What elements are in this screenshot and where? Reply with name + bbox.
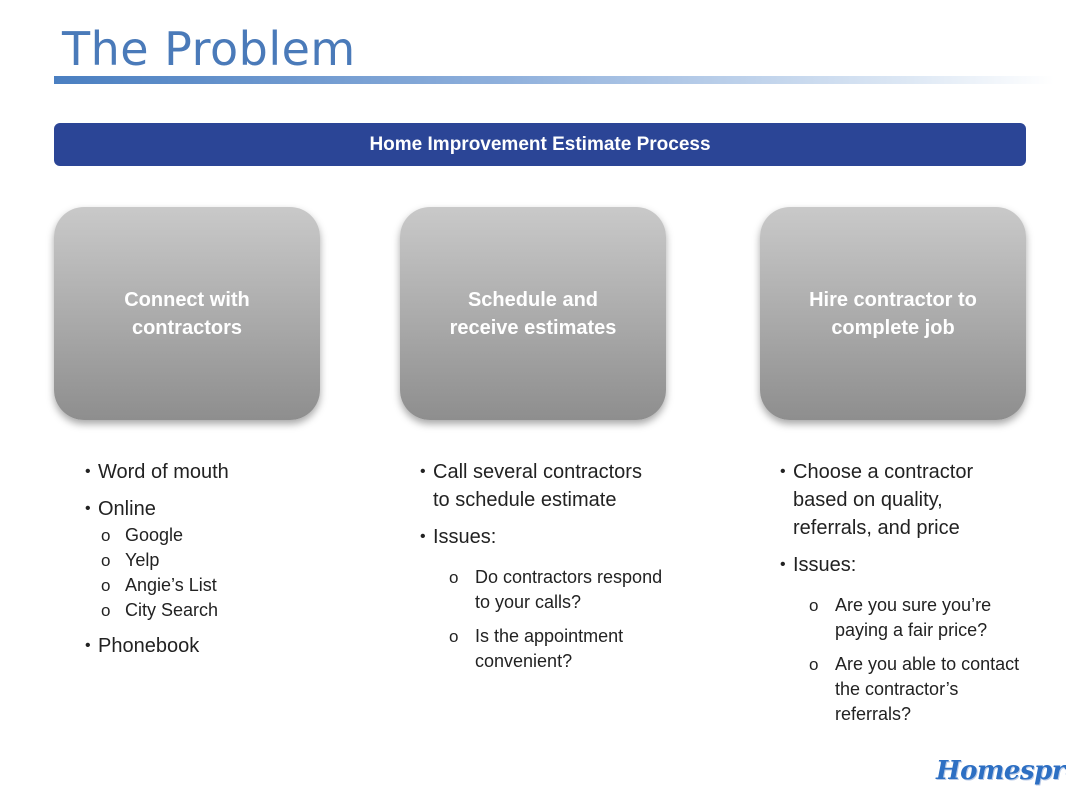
bullet-item: Issues: — [780, 551, 1056, 579]
column-schedule: Call several contractors to schedule est… — [420, 458, 720, 683]
sub-bullet-item: City Search — [85, 598, 375, 623]
bullet-item: Online — [85, 495, 375, 523]
bullet-item: Issues: — [420, 523, 720, 551]
sub-bullet-item: Angie’s List — [85, 573, 375, 598]
bullet-item: Phonebook — [85, 632, 375, 660]
bullet-item: Choose a contractor based on quality, re… — [780, 458, 1056, 542]
step-hire-box: Hire contractor to complete job — [760, 207, 1026, 420]
bullet-item: Call several contractors to schedule est… — [420, 458, 720, 514]
step-schedule-label: Schedule and receive estimates — [449, 288, 617, 339]
title-divider — [54, 76, 1054, 84]
homespree-logo: Homespree — [936, 756, 1066, 786]
process-banner: Home Improvement Estimate Process — [54, 123, 1026, 166]
step-connect-label: Connect with contractors — [124, 288, 250, 339]
step-connect-box: Connect with contractors — [54, 207, 320, 420]
column-connect: Word of mouth Online Google Yelp Angie’s… — [85, 458, 375, 669]
column-hire: Choose a contractor based on quality, re… — [780, 458, 1056, 736]
sub-bullet-item: Do contractors respond to your calls? — [420, 565, 720, 615]
step-hire-label: Hire contractor to complete job — [809, 288, 977, 339]
sub-bullet-item: Yelp — [85, 548, 375, 573]
sub-bullet-item: Google — [85, 523, 375, 548]
step-schedule-box: Schedule and receive estimates — [400, 207, 666, 420]
bullet-item: Word of mouth — [85, 458, 375, 486]
process-banner-label: Home Improvement Estimate Process — [369, 133, 711, 155]
sub-bullet-item: Are you sure you’re paying a fair price? — [780, 593, 1056, 643]
slide-title: The Problem — [62, 22, 356, 76]
sub-bullet-item: Are you able to contact the contractor’s… — [780, 652, 1056, 727]
sub-bullet-item: Is the appointment convenient? — [420, 624, 720, 674]
